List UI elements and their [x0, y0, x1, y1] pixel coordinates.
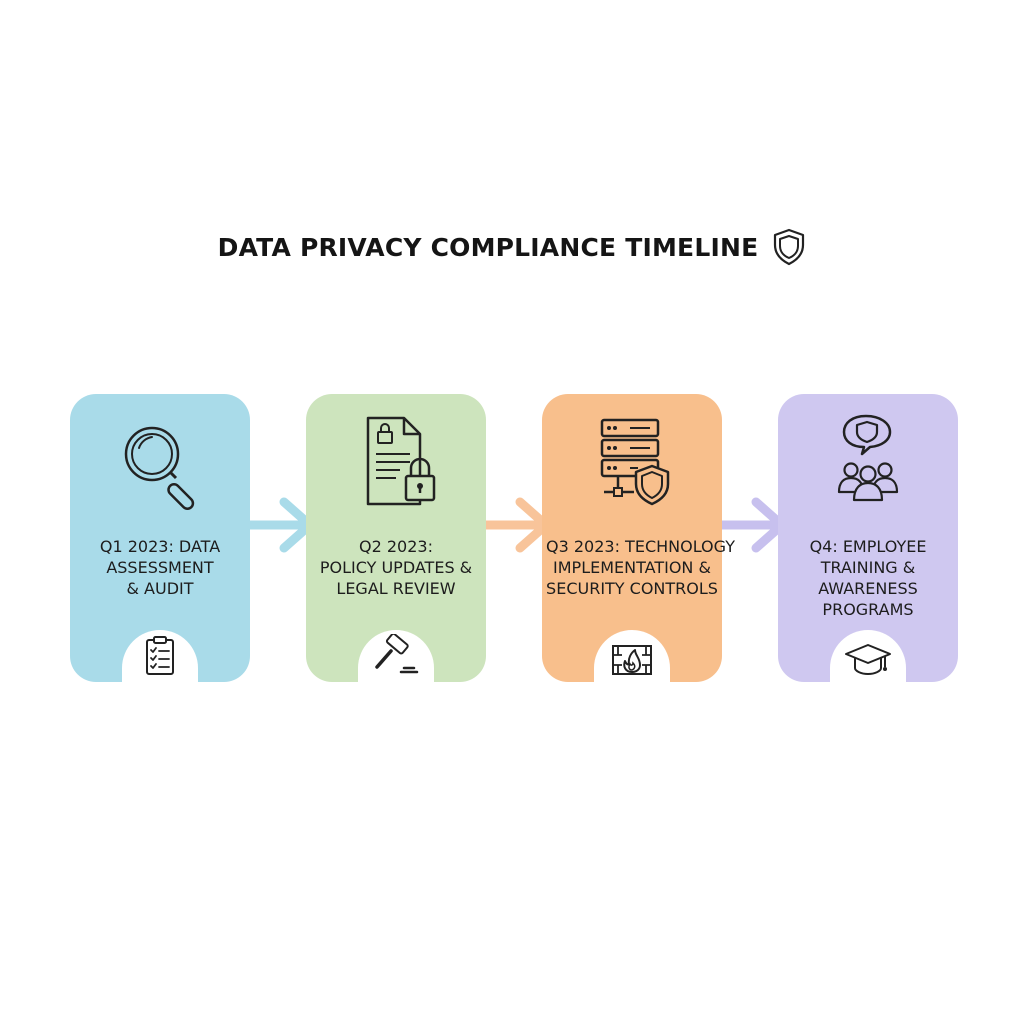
stage-label-q2: Q2 2023: POLICY UPDATES & LEGAL REVIEW [306, 536, 486, 599]
stage-label-line: & AUDIT [126, 579, 194, 598]
stage-label-line: Q4: EMPLOYEE [809, 537, 927, 556]
server-shield-icon [600, 418, 670, 506]
team-shield-icon [837, 414, 899, 502]
stage-badge-q4 [830, 630, 906, 682]
gavel-icon [375, 634, 419, 674]
stage-label-line: PROGRAMS [822, 600, 914, 619]
stage-label-q1: Q1 2023: DATA ASSESSMENT & AUDIT [70, 536, 250, 599]
title-row: DATA PRIVACY COMPLIANCE TIMELINE [0, 228, 1024, 266]
stage-label-line: Q2 2023: [359, 537, 433, 556]
graduation-cap-icon [845, 644, 891, 676]
stage-label-line: IMPLEMENTATION & [553, 558, 711, 577]
magnifying-glass-icon [124, 426, 195, 510]
stage-card-q1: Q1 2023: DATA ASSESSMENT & AUDIT [70, 394, 250, 682]
stage-badge-q3 [594, 630, 670, 682]
firewall-icon [612, 645, 652, 675]
stage-label-line: POLICY UPDATES & [319, 558, 473, 577]
stage-label-line: AWARENESS [818, 579, 918, 598]
checklist-clipboard-icon [146, 636, 174, 675]
stage-card-q3: Q3 2023: TECHNOLOGY IMPLEMENTATION & SEC… [542, 394, 736, 682]
stage-label-q3: Q3 2023: TECHNOLOGY IMPLEMENTATION & SEC… [542, 536, 736, 599]
stage-label-line: TRAINING & [820, 558, 916, 577]
stage-card-q4: Q4: EMPLOYEE TRAINING & AWARENESS PROGRA… [778, 394, 958, 682]
stage-label-line: Q3 2023: TECHNOLOGY [546, 537, 736, 556]
shield-icon [774, 228, 805, 266]
stage-label-line: LEGAL REVIEW [336, 579, 456, 598]
stage-label-line: SECURITY CONTROLS [546, 579, 718, 598]
stage-label-line: Q1 2023: DATA [99, 537, 221, 556]
stage-card-q2: Q2 2023: POLICY UPDATES & LEGAL REVIEW [306, 394, 486, 682]
locked-document-icon [366, 416, 436, 506]
stage-label-q4: Q4: EMPLOYEE TRAINING & AWARENESS PROGRA… [778, 536, 958, 620]
stage-badge-q1 [122, 630, 198, 682]
stage-badge-q2 [358, 630, 434, 682]
stage-label-line: ASSESSMENT [106, 558, 214, 577]
page-title: DATA PRIVACY COMPLIANCE TIMELINE [217, 232, 759, 262]
